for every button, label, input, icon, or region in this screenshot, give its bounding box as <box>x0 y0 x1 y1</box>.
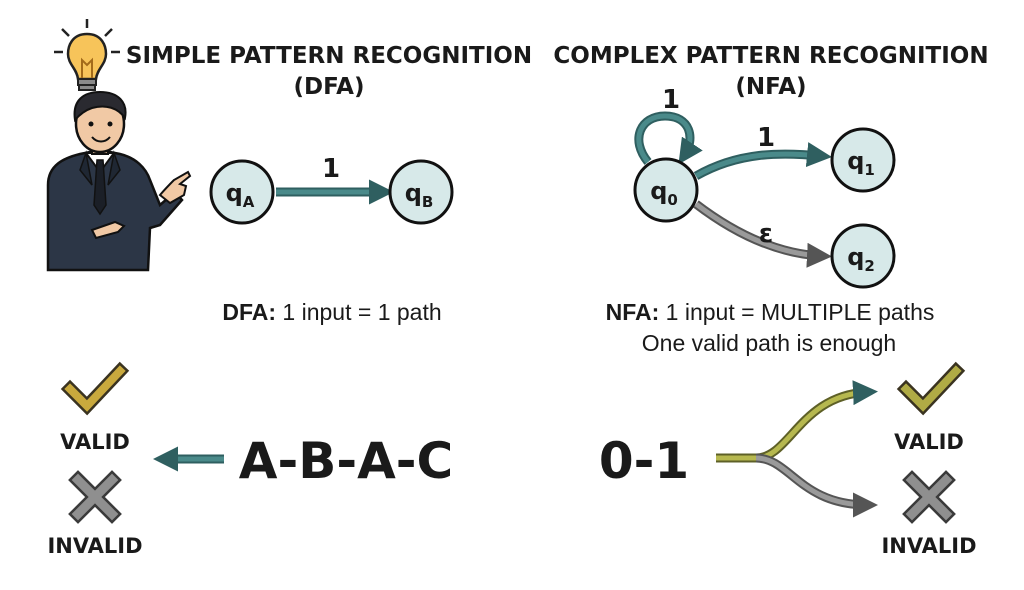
dfa-state-a: qA <box>209 159 275 225</box>
dfa-title-line1: SIMPLE PATTERN RECOGNITION <box>126 43 532 69</box>
dfa-state-b-label: qB <box>405 179 434 211</box>
nfa-title-line1: COMPLEX PATTERN RECOGNITION <box>553 43 988 69</box>
nfa-transition-q2-label: ε <box>759 219 773 249</box>
dfa-title-line2: (DFA) <box>294 74 365 100</box>
dfa-result-invalid: INVALID <box>47 534 142 558</box>
nfa-state-q0: q0 <box>633 157 699 223</box>
dfa-input-string: A-B-A-C <box>239 432 453 490</box>
nfa-self-loop-label: 1 <box>662 85 680 115</box>
nfa-self-loop <box>636 113 703 165</box>
dfa-state-a-label: qA <box>226 179 255 211</box>
nfa-result-valid: VALID <box>894 430 964 454</box>
dfa-state-b: qB <box>388 159 454 225</box>
nfa-caption: NFA: 1 input = MULTIPLE paths <box>606 299 935 325</box>
nfa-check-icon <box>900 365 962 412</box>
presenter-figure <box>46 90 192 272</box>
nfa-branch-valid <box>716 380 878 461</box>
nfa-transition-q1 <box>694 142 832 179</box>
nfa-state-q2: q2 <box>830 223 896 289</box>
nfa-branch-invalid <box>755 455 878 518</box>
nfa-transition-q1-label: 1 <box>757 123 775 153</box>
nfa-transition-q2 <box>694 202 832 268</box>
dfa-caption: DFA: 1 input = 1 path <box>222 299 441 325</box>
nfa-state-q1-label: q1 <box>847 147 875 179</box>
nfa-caption-line2: One valid path is enough <box>642 330 896 356</box>
nfa-state-q0-label: q0 <box>650 177 678 209</box>
lightbulb-icon <box>54 19 120 91</box>
nfa-branch-valid-outline <box>716 387 869 463</box>
nfa-state-q1: q1 <box>830 127 896 193</box>
dfa-result-valid: VALID <box>60 430 130 454</box>
nfa-result-invalid: INVALID <box>881 534 976 558</box>
dfa-transition-label: 1 <box>322 154 340 184</box>
nfa-branch-invalid-outline <box>755 453 869 510</box>
nfa-state-q2-label: q2 <box>847 243 875 275</box>
nfa-input-string: 0-1 <box>599 432 689 490</box>
nfa-title-line2: (NFA) <box>735 74 806 100</box>
cross-icon <box>71 473 119 521</box>
check-icon <box>64 365 126 412</box>
nfa-cross-icon <box>905 473 953 521</box>
